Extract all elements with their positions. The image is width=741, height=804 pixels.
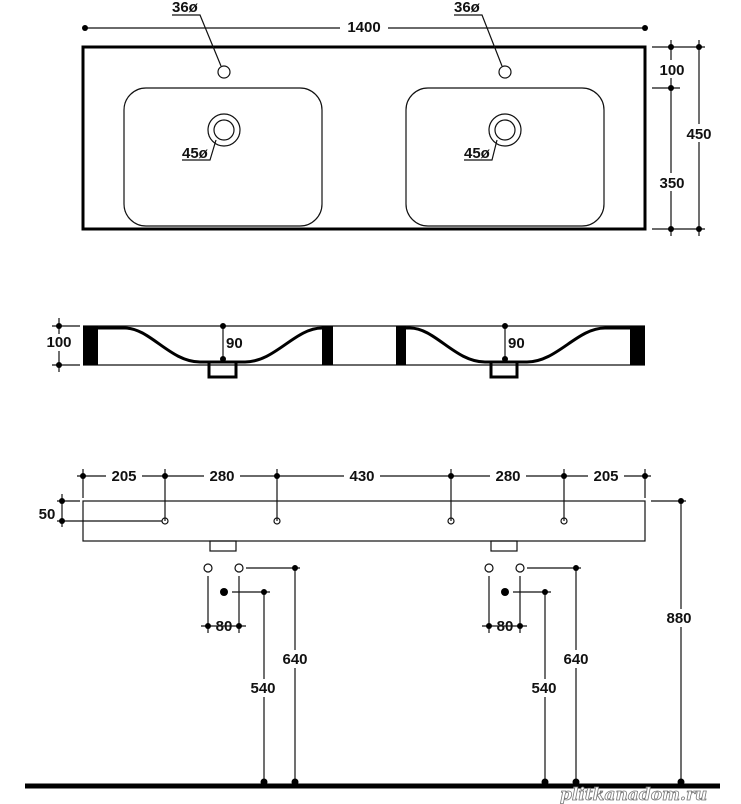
height-label: 100	[46, 334, 71, 351]
depth-total-label: 450	[686, 126, 711, 143]
spacing-label: 205	[593, 468, 618, 485]
pipe-spacing-label: 80	[216, 618, 233, 635]
basin-profile-right	[406, 326, 630, 364]
supply-height-label: 640	[282, 651, 307, 668]
top-view: 1400 36ø 36ø 45ø 45ø 100 350 450	[81, 0, 716, 236]
dimension-point	[162, 473, 168, 479]
hole-height-label: 50	[39, 506, 56, 523]
dimension-point	[561, 473, 567, 479]
drain-label-right: 45ø	[464, 145, 491, 162]
pipe-group-right: 80 540 640	[482, 563, 592, 786]
front-view: 205 280 430 280 205 50 880 80 540 640 80…	[25, 467, 720, 789]
watermark: plitkanadom.ru	[560, 785, 707, 804]
supply-height-label: 640	[563, 651, 588, 668]
dimension-point	[448, 473, 454, 479]
dimension-point	[274, 473, 280, 479]
drain-left	[207, 113, 241, 147]
spacing-label: 205	[111, 468, 136, 485]
spacing-label: 280	[495, 468, 520, 485]
drain-height-label: 540	[250, 680, 275, 697]
spacing-label: 430	[349, 468, 374, 485]
depth-basin-label: 350	[659, 175, 684, 192]
tap-hole-label-right: 36ø	[454, 0, 481, 16]
basin-left	[123, 87, 323, 227]
pipe-spacing-label: 80	[497, 618, 514, 635]
tap-hole-right	[498, 65, 512, 79]
depth-front-label: 100	[659, 62, 684, 79]
side-view: 90 90 100	[44, 318, 645, 379]
basin-right	[405, 87, 605, 227]
width-label: 1400	[347, 19, 380, 36]
spacing-label: 280	[209, 468, 234, 485]
dimension-point	[642, 473, 648, 479]
pipe-group-left: 80 540 640	[201, 563, 311, 786]
countertop-outline	[81, 45, 647, 231]
tap-hole-left	[217, 65, 231, 79]
total-height-label: 880	[666, 610, 691, 627]
basin-profile-left	[98, 326, 323, 364]
basin-depth-left-label: 90	[226, 335, 243, 352]
drain-label-left: 45ø	[182, 145, 209, 162]
tap-hole-label-left: 36ø	[172, 0, 199, 16]
drain-height-label: 540	[531, 680, 556, 697]
drain-right	[488, 113, 522, 147]
dimension-point	[80, 473, 86, 479]
basin-depth-right-label: 90	[508, 335, 525, 352]
